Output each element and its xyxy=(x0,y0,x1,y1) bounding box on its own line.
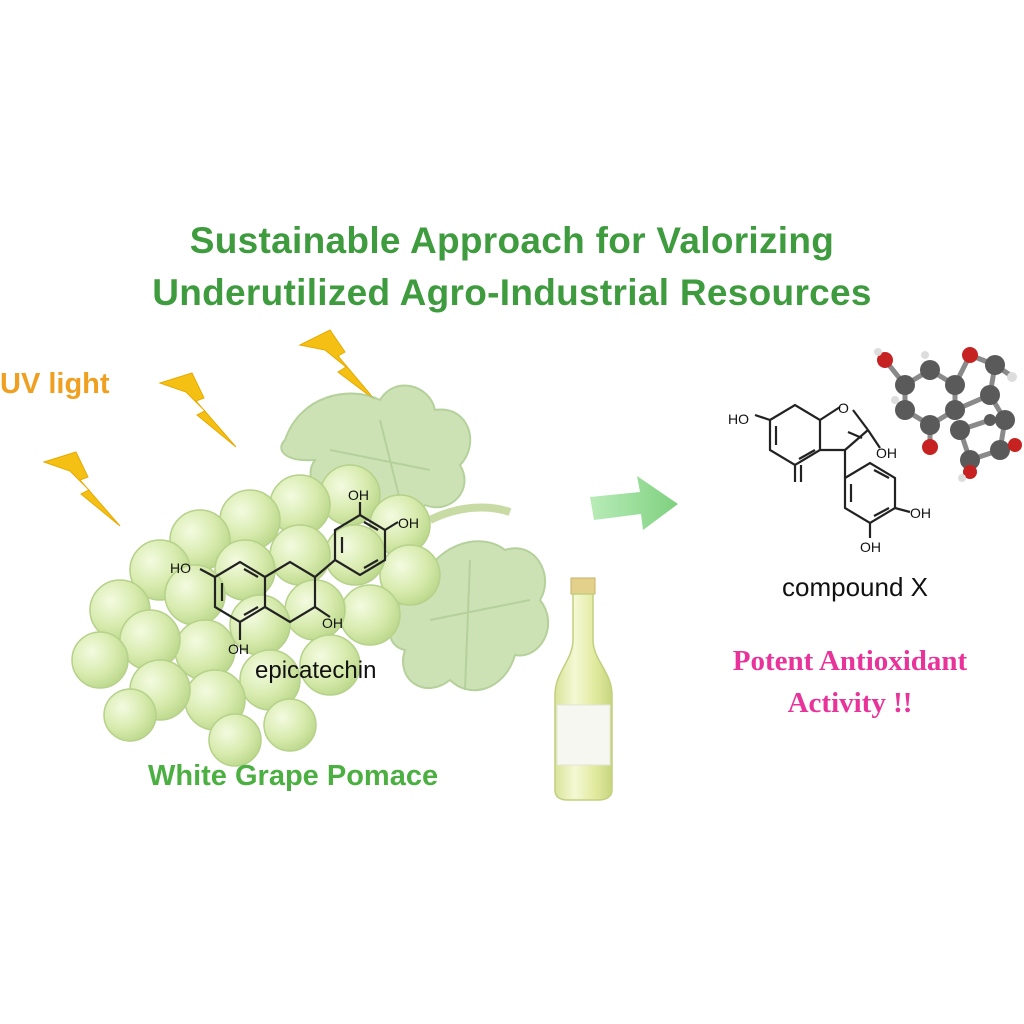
compound-x-labels: HO O OH OH OH xyxy=(728,400,931,555)
lightning-bolt-icon xyxy=(158,372,237,448)
epicatechin-labels: OH OH HO OH OH xyxy=(170,487,419,657)
title-line-1: Sustainable Approach for Valorizing xyxy=(189,220,835,261)
lightning-bolt-icon xyxy=(298,329,376,401)
title-line-2: Underutilized Agro-Industrial Resources xyxy=(152,272,872,313)
oh-label: OH xyxy=(860,539,881,555)
oh-label: OH xyxy=(348,487,369,503)
oh-label: OH xyxy=(910,505,931,521)
oh-label: OH xyxy=(398,515,419,531)
epicatechin-structure xyxy=(199,502,399,640)
reaction-arrow-icon xyxy=(590,476,678,530)
oh-label: OH xyxy=(322,615,343,631)
ho-label: HO xyxy=(170,560,191,576)
ball-and-stick-molecule-icon xyxy=(874,347,1022,482)
activity-line-1: Potent Antioxidant xyxy=(732,645,968,677)
wine-bottle-icon xyxy=(554,577,613,801)
grape-stem xyxy=(428,503,512,524)
grape-bunch-icon xyxy=(71,464,441,767)
white-grape-pomace-label: White Grape Pomace xyxy=(148,760,439,792)
ho-label: HO xyxy=(728,411,749,427)
uv-light-label: UV light xyxy=(0,368,110,400)
activity-line-2: Activity !! xyxy=(787,687,913,719)
epicatechin-label: epicatechin xyxy=(255,657,377,684)
diagram-title: Sustainable Approach for Valorizing Unde… xyxy=(0,215,1024,319)
lightning-bolt-icon xyxy=(42,451,121,527)
compound-x-structure xyxy=(754,403,911,538)
oh-label: OH xyxy=(876,445,897,461)
o-label: O xyxy=(838,400,849,416)
compound-x-label: compound X xyxy=(782,572,928,602)
antioxidant-activity-label: Potent Antioxidant Activity !! xyxy=(700,640,1000,724)
oh-label: OH xyxy=(228,641,249,657)
